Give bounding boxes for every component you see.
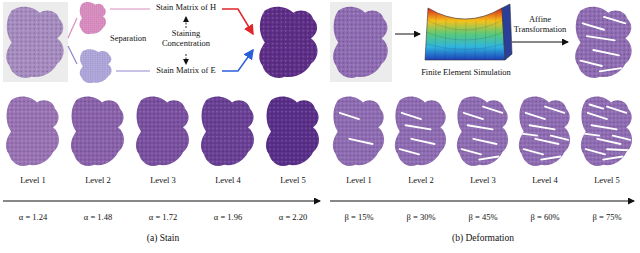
- blue-arrow: [222, 50, 253, 71]
- tissue-e: [80, 49, 112, 83]
- arrow: [395, 34, 420, 35]
- severity-value: α = 1.72: [133, 213, 193, 223]
- node-label: Level 3: [150, 176, 176, 186]
- node-label: Finite Element Simulation: [421, 68, 511, 78]
- tissue-level: [201, 97, 254, 167]
- tissue-level: [136, 97, 189, 167]
- node-label: Level 4: [215, 176, 241, 186]
- tissue-level: [6, 97, 59, 167]
- node-label: Level 1: [346, 176, 372, 186]
- severity-value: β = 75%: [578, 213, 636, 223]
- arrow: [512, 42, 568, 43]
- tissue-result: [259, 7, 317, 78]
- node-label: Level 2: [408, 176, 434, 186]
- matrix-label: Stain Matrix of H: [148, 3, 224, 13]
- tissue-level: [333, 97, 384, 167]
- concentration-label: Staining Concentration: [152, 29, 220, 49]
- node-label: Level 2: [85, 176, 111, 186]
- node-label: Level 3: [470, 176, 496, 186]
- severity-value: β = 60%: [516, 213, 574, 223]
- level-tile: Level 4: [516, 92, 574, 186]
- level-tile: Level 5: [263, 92, 323, 186]
- tissue-level: [519, 97, 570, 167]
- fem-mesh: [425, 4, 512, 60]
- simulation-figure: Finite Element Simulation: [418, 0, 514, 78]
- image-ground: [3, 2, 68, 82]
- tissue-h: [79, 2, 106, 34]
- severity-value: α = 1.96: [198, 213, 258, 223]
- level-tile: Level 3: [133, 92, 193, 186]
- red-arrow: [222, 9, 253, 34]
- tissue-level: [457, 97, 508, 167]
- tissue-level: [71, 97, 124, 167]
- node-label: Level 1: [20, 176, 46, 186]
- node-label: Level 5: [280, 176, 306, 186]
- severity-arrow: [330, 201, 634, 202]
- step-label: Separation: [110, 34, 154, 44]
- level-tile: Level 1: [330, 92, 388, 186]
- lead-line: [110, 8, 150, 9]
- severity-value: α = 1.24: [3, 213, 63, 223]
- severity-value: α = 1.48: [68, 213, 128, 223]
- level-tile: Level 2: [392, 92, 450, 186]
- image-ground: [330, 2, 392, 82]
- node-label: Level 5: [594, 176, 620, 186]
- lead-line: [116, 70, 150, 71]
- panel-caption: (b) Deformation: [413, 233, 553, 244]
- level-tile: Level 1: [3, 92, 63, 186]
- severity-value: β = 45%: [454, 213, 512, 223]
- node-label: Level 4: [532, 176, 558, 186]
- severity-value: α = 2.20: [263, 213, 323, 223]
- severity-value: β = 30%: [392, 213, 450, 223]
- tissue-level: [266, 97, 319, 167]
- tissue-deformed: [575, 7, 632, 78]
- transform-label: Affine Transformation: [510, 15, 570, 35]
- level-tile: Level 4: [198, 92, 258, 186]
- panel-caption: (a) Stain: [103, 233, 223, 244]
- tissue-level: [581, 97, 632, 167]
- tissue-level: [395, 97, 446, 167]
- severity-arrow: [3, 201, 320, 202]
- severity-value: β = 15%: [330, 213, 388, 223]
- tissue-original: [333, 7, 388, 78]
- level-tile: Level 2: [68, 92, 128, 186]
- dashed-arrow: [186, 54, 187, 64]
- dashed-arrow: [186, 17, 187, 28]
- fork-line: [68, 18, 77, 38]
- matrix-label: Stain Matrix of E: [148, 66, 224, 76]
- fork-line: [68, 46, 77, 64]
- level-tile: Level 3: [454, 92, 512, 186]
- tissue-original: [6, 7, 63, 78]
- level-tile: Level 5: [578, 92, 636, 186]
